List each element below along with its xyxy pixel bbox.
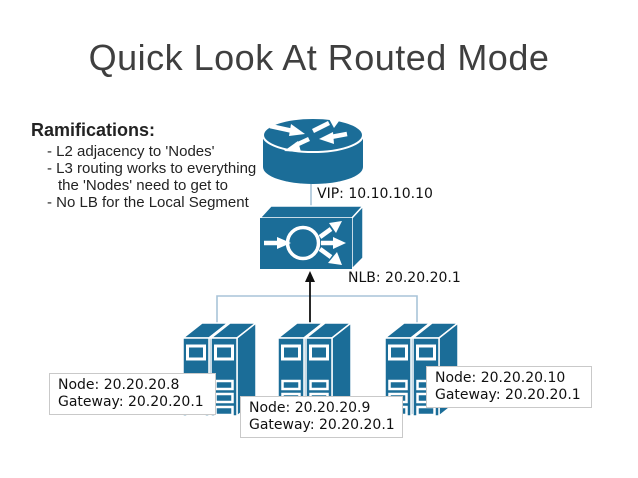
node-ip: Node: 20.20.20.8	[58, 377, 180, 393]
nlb-icon	[258, 204, 365, 271]
node-gateway: Gateway: 20.20.20.1	[435, 387, 581, 403]
ramifications-block: Ramifications: - L2 adjacency to 'Nodes'…	[31, 120, 256, 211]
node-gateway: Gateway: 20.20.20.1	[58, 394, 204, 410]
node-label-box: Node: 20.20.20.9 Gateway: 20.20.20.1	[240, 396, 403, 438]
ramification-item: - No LB for the Local Segment	[47, 194, 249, 211]
node-ip: Node: 20.20.20.9	[249, 400, 371, 416]
ramifications-list: - L2 adjacency to 'Nodes' - L3 routing w…	[31, 143, 256, 211]
node-bracket-connector	[216, 295, 418, 329]
ramifications-heading: Ramifications:	[31, 120, 156, 140]
router-arrows	[269, 117, 348, 152]
nlb-label: NLB: 20.20.20.1	[348, 270, 461, 286]
ramification-item: - L3 routing works to everything	[47, 160, 257, 177]
node-ip: Node: 20.20.20.10	[435, 370, 566, 386]
node-label-box: Node: 20.20.20.8 Gateway: 20.20.20.1	[49, 373, 216, 415]
node-gateway: Gateway: 20.20.20.1	[249, 417, 395, 433]
node-label-box: Node: 20.20.20.10 Gateway: 20.20.20.1	[426, 366, 592, 408]
router-icon	[262, 117, 364, 184]
up-arrow-icon	[305, 271, 315, 326]
vip-label: VIP: 10.10.10.10	[317, 186, 433, 202]
page-title: Quick Look At Routed Mode	[88, 37, 550, 78]
ramification-item: - L2 adjacency to 'Nodes'	[47, 143, 215, 160]
ramification-item: the 'Nodes' need to get to	[58, 177, 229, 194]
